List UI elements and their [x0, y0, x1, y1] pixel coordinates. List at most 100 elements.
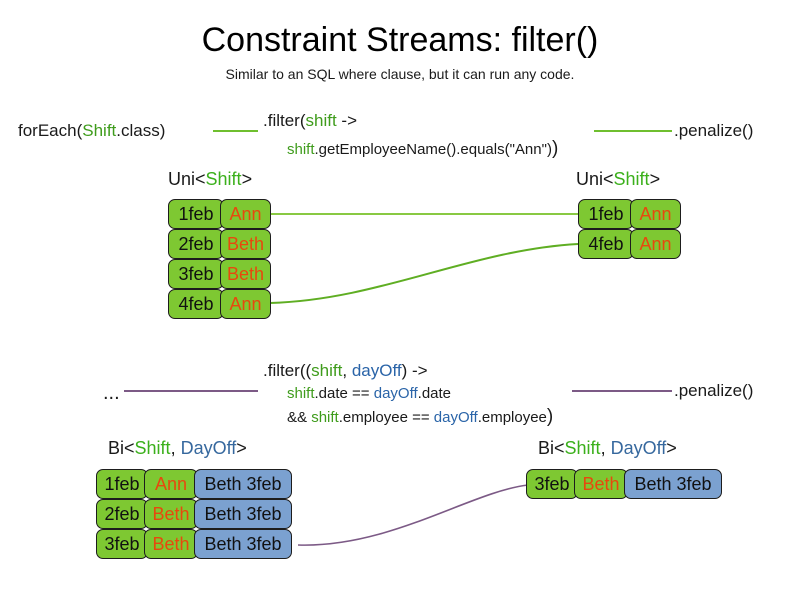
shift-date-text: 3feb [178, 264, 214, 284]
bi-out-type2: DayOff [610, 438, 667, 458]
bi-filter-line1: .filter((shift, dayOff) -> [263, 360, 428, 382]
shift-date-card[interactable]: 1feb [578, 199, 634, 229]
shift-name-text: Beth [582, 474, 620, 494]
uni-output-row-1[interactable]: 1feb Ann [578, 199, 681, 229]
shift-date-text: 3feb [534, 474, 570, 494]
dayoff-text: Beth 3feb [204, 504, 282, 524]
bi-l3-amp: && [287, 409, 312, 426]
dayoff-text: Beth 3feb [634, 474, 712, 494]
shift-name-card[interactable]: Ann [630, 229, 681, 259]
shift-name-text: Beth [152, 504, 190, 524]
shift-date-text: 1feb [178, 204, 214, 224]
bi-filter-param-shift: shift [311, 361, 343, 380]
dayoff-card[interactable]: Beth 3feb [194, 529, 292, 559]
shift-date-text: 2feb [178, 234, 214, 254]
foreach-type: Shift [82, 121, 117, 140]
uni-in-prefix: Uni< [168, 169, 206, 189]
bi-filter-param-dayoff: dayOff [351, 361, 402, 380]
shift-date-card[interactable]: 1feb [168, 199, 224, 229]
uni-input-row-3[interactable]: 3feb Beth [168, 259, 271, 289]
uni-filter-prefix: .filter( [263, 111, 306, 130]
bi-out-prefix: Bi< [538, 438, 565, 458]
bi-input-row-2[interactable]: 2feb Beth Beth 3feb [96, 499, 292, 529]
dayoff-card[interactable]: Beth 3feb [624, 469, 722, 499]
shift-date-card[interactable]: 3feb [168, 259, 224, 289]
bi-in-suffix: > [236, 438, 247, 458]
shift-date-card[interactable]: 4feb [578, 229, 634, 259]
shift-name-text: Ann [229, 204, 262, 224]
bi-filter-line3: && shift.employee == dayOff.employee) [287, 406, 553, 429]
foreach-prefix: forEach( [18, 121, 83, 140]
shift-name-text: Beth [226, 264, 265, 284]
uni-input-row-1[interactable]: 1feb Ann [168, 199, 271, 229]
shift-date-card[interactable]: 2feb [96, 499, 148, 529]
uni-out-suffix: > [649, 169, 661, 189]
uni-filter-line1: .filter(shift -> [263, 110, 357, 132]
bi-penalize-expression: .penalize() [674, 381, 754, 400]
shift-name-card[interactable]: Beth [144, 499, 198, 529]
shift-date-text: 4feb [178, 294, 214, 314]
bi-source-ellipsis: ... [103, 382, 120, 404]
bi-in-type2: DayOff [180, 438, 237, 458]
shift-date-card[interactable]: 3feb [96, 529, 148, 559]
shift-name-card[interactable]: Beth [144, 529, 198, 559]
foreach-suffix: .class) [116, 121, 166, 140]
uni-in-suffix: > [241, 169, 253, 189]
bi-output-type-label: Bi<Shift, DayOff> [538, 437, 677, 459]
bi-input-row-3[interactable]: 3feb Beth Beth 3feb [96, 529, 292, 559]
bi-out-type1: Shift [564, 438, 601, 458]
shift-name-text: Ann [639, 234, 672, 254]
shift-name-text: Beth [152, 534, 190, 554]
shift-date-card[interactable]: 3feb [526, 469, 578, 499]
dayoff-card[interactable]: Beth 3feb [194, 469, 292, 499]
wire-bi-row3 [297, 484, 529, 546]
uni-filter-body: .getEmployeeName().equals("Ann") [314, 141, 552, 158]
bi-l2-dayoff: dayOff [373, 385, 418, 402]
uni-input-type-label: Uni<Shift> [168, 168, 252, 190]
uni-output-type-label: Uni<Shift> [576, 168, 660, 190]
shift-name-text: Ann [639, 204, 672, 224]
shift-name-card[interactable]: Ann [220, 199, 271, 229]
shift-date-card[interactable]: 1feb [96, 469, 148, 499]
bi-in-comma: , [170, 438, 181, 458]
shift-date-card[interactable]: 4feb [168, 289, 224, 319]
bi-in-type1: Shift [134, 438, 171, 458]
shift-name-card[interactable]: Beth [220, 259, 271, 289]
shift-name-card[interactable]: Beth [574, 469, 628, 499]
bi-l2-end: .date [417, 385, 452, 402]
shift-name-card[interactable]: Ann [144, 469, 198, 499]
shift-date-card[interactable]: 2feb [168, 229, 224, 259]
bi-filter-line2: shift.date == dayOff.date [287, 383, 451, 405]
bi-l2-shift: shift [287, 385, 315, 402]
uni-in-type: Shift [205, 169, 242, 189]
shift-name-text: Ann [229, 294, 262, 314]
uni-filter-close-paren: ) [551, 138, 559, 159]
page-title: Constraint Streams: filter() [201, 21, 599, 59]
uni-output-row-2[interactable]: 4feb Ann [578, 229, 681, 259]
uni-filter-param: shift [305, 111, 337, 130]
uni-input-row-2[interactable]: 2feb Beth [168, 229, 271, 259]
bi-filter-prefix: .filter(( [263, 361, 312, 380]
shift-date-text: 1feb [588, 204, 624, 224]
uni-input-row-4[interactable]: 4feb Ann [168, 289, 271, 319]
bi-filter-arrow: ) -> [401, 361, 428, 380]
wire-uni-row4 [269, 243, 579, 304]
shift-name-card[interactable]: Ann [220, 289, 271, 319]
bi-input-row-1[interactable]: 1feb Ann Beth 3feb [96, 469, 292, 499]
bi-output-row-1[interactable]: 3feb Beth Beth 3feb [526, 469, 722, 499]
shift-name-text: Beth [226, 234, 265, 254]
uni-penalize-expression: .penalize() [674, 121, 754, 140]
shift-name-card[interactable]: Ann [630, 199, 681, 229]
shift-name-card[interactable]: Beth [220, 229, 271, 259]
bi-input-type-label: Bi<Shift, DayOff> [108, 437, 247, 459]
bi-l2-mid: .date == [314, 385, 374, 402]
shift-date-text: 3feb [104, 534, 140, 554]
dayoff-card[interactable]: Beth 3feb [194, 499, 292, 529]
bi-l3-end: .employee [477, 409, 547, 426]
dayoff-text: Beth 3feb [204, 534, 282, 554]
bi-out-suffix: > [666, 438, 677, 458]
dayoff-text: Beth 3feb [204, 474, 282, 494]
bi-l3-dayoff: dayOff [433, 409, 478, 426]
shift-date-text: 4feb [588, 234, 624, 254]
uni-filter-body-param: shift [287, 141, 315, 158]
